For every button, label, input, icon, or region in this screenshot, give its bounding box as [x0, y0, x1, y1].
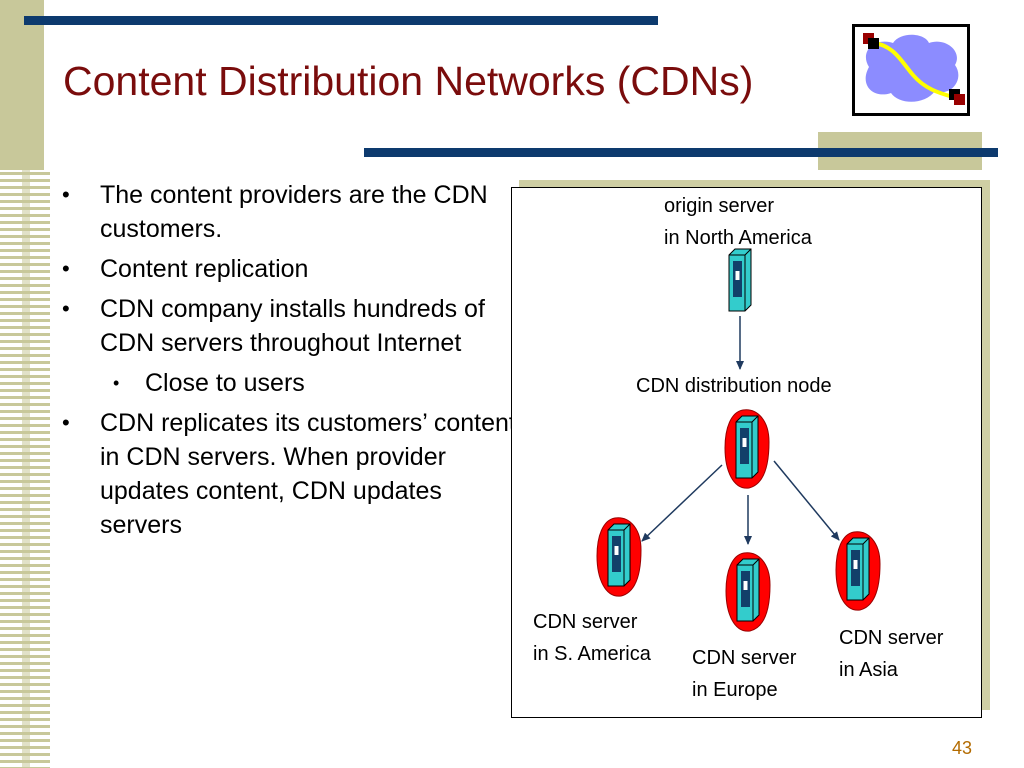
decorative-stripes — [0, 0, 50, 768]
title-underline-bar — [364, 148, 998, 157]
arrow-distribution-to-sa — [641, 464, 723, 542]
server-asia-icon — [835, 531, 881, 611]
cdn-diagram: origin server in North America CDN distr… — [511, 187, 982, 718]
origin-server-label: origin server in North America — [664, 195, 812, 249]
server-sa-label: CDN server in S. America — [533, 611, 651, 665]
network-logo — [852, 24, 970, 116]
bullet-list: The content providers are the CDN custom… — [62, 178, 517, 548]
bullet-item: Content replication — [62, 252, 517, 286]
server-eu-icon — [725, 552, 771, 632]
server-sa-icon — [596, 517, 642, 597]
server-asia-label: CDN server in Asia — [839, 627, 944, 681]
arrow-distribution-to-asia — [773, 460, 840, 541]
origin-server-icon — [728, 248, 752, 312]
top-accent-bar — [24, 16, 658, 25]
page-number: 43 — [952, 738, 973, 758]
top-tan-block — [0, 0, 44, 170]
distribution-node-icon — [724, 409, 770, 489]
slide-title: Content Distribution Networks (CDNs) — [63, 58, 754, 104]
sub-bullet-item: Close to users — [62, 366, 517, 400]
distribution-node-label: CDN distribution node — [636, 375, 832, 397]
bullet-item: CDN company installs hundreds of CDN ser… — [62, 292, 517, 360]
server-eu-label: CDN server in Europe — [692, 647, 797, 701]
bullet-item: CDN replicates its customers’ content in… — [62, 406, 517, 542]
bullet-item: The content providers are the CDN custom… — [62, 178, 517, 246]
